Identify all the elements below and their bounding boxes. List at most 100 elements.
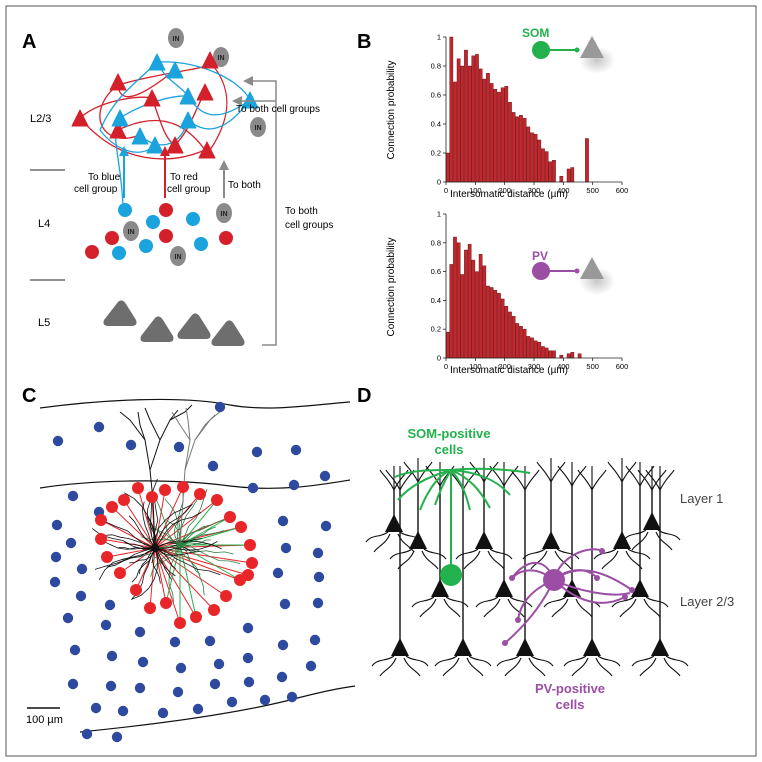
pyramidal-neurons bbox=[365, 458, 689, 677]
som-positive-label: SOM-positive bbox=[407, 426, 490, 441]
histogram-bar bbox=[559, 354, 564, 359]
l5-pyramids bbox=[103, 300, 245, 346]
pyramid-target bbox=[580, 257, 604, 279]
dendrite-branch bbox=[154, 541, 218, 551]
chart-pv-xlabel: Intersomatic distance (µm) bbox=[450, 365, 568, 376]
dendrites bbox=[92, 404, 241, 604]
chart-pv-bars bbox=[445, 236, 582, 359]
histogram-bar bbox=[504, 305, 509, 359]
red-connection bbox=[119, 547, 156, 574]
basal-dendrites bbox=[411, 596, 469, 618]
y-tick-label: 0.2 bbox=[431, 325, 441, 334]
dendrite-branch bbox=[154, 547, 200, 556]
histogram-bar bbox=[478, 254, 483, 359]
blue-cell-dot bbox=[67, 678, 79, 690]
y-tick-label: 0.6 bbox=[431, 91, 441, 100]
layer-1-label: Layer 1 bbox=[680, 491, 723, 506]
pyramidal-soma bbox=[385, 514, 403, 532]
blue-cell-dot bbox=[157, 707, 169, 719]
histogram-bar bbox=[530, 132, 534, 183]
l5-pyramid bbox=[211, 320, 245, 346]
dendrite-branch bbox=[154, 511, 202, 549]
dendrite-branch bbox=[129, 547, 156, 564]
red-cell-dot bbox=[160, 597, 172, 609]
basal-dendrites bbox=[563, 655, 621, 677]
histogram-bar bbox=[445, 331, 450, 359]
histogram-bar bbox=[453, 81, 457, 183]
histogram-bar bbox=[504, 86, 509, 183]
pyramid-target bbox=[580, 36, 604, 58]
dendrite-branch bbox=[150, 478, 158, 549]
histogram-bar bbox=[449, 264, 454, 359]
blue-cell-dot bbox=[309, 634, 321, 646]
pv-cell bbox=[532, 262, 550, 280]
red-cell-dot bbox=[177, 481, 189, 493]
blue-pyramid bbox=[166, 61, 184, 79]
blue-cell-dot bbox=[81, 728, 93, 740]
blue-cell-dot bbox=[277, 639, 289, 651]
y-tick-label: 0 bbox=[437, 354, 441, 363]
green-connection bbox=[179, 499, 218, 546]
histogram-bar bbox=[508, 102, 512, 183]
red-pyramid bbox=[109, 73, 127, 91]
red-cell-dot bbox=[235, 521, 247, 533]
x-tick-label: 400 bbox=[557, 362, 570, 371]
blue-pyramid bbox=[179, 111, 197, 129]
blue-cell-dot bbox=[69, 644, 81, 656]
dendritic-tuft bbox=[625, 462, 655, 487]
layer-label-l5: L5 bbox=[38, 317, 50, 329]
red-connection bbox=[100, 519, 156, 549]
annotation-cell-group: cell group bbox=[167, 184, 211, 195]
panel-c-letter: C bbox=[22, 385, 36, 407]
histogram-bar bbox=[449, 36, 454, 183]
apical-dendrite bbox=[171, 411, 191, 441]
histogram-bar bbox=[515, 116, 520, 183]
dendrite-branch bbox=[154, 547, 177, 570]
red-cell-dot bbox=[106, 501, 118, 513]
blue-cell-dot bbox=[117, 705, 129, 717]
blue-pyramid bbox=[146, 136, 164, 154]
interneuron bbox=[213, 47, 229, 67]
red-connection bbox=[154, 526, 242, 549]
apical-dendrite bbox=[149, 409, 179, 471]
histogram-bar bbox=[511, 316, 516, 359]
blue-cell-dot bbox=[169, 636, 181, 648]
blue-cell-dot bbox=[49, 576, 61, 588]
apical-dendrite bbox=[144, 407, 161, 441]
red-cell-dot bbox=[132, 482, 144, 494]
red-pyramid bbox=[71, 109, 89, 127]
l5-pyramid bbox=[103, 300, 137, 326]
red-pyramid bbox=[166, 136, 184, 154]
histogram-bar bbox=[552, 350, 556, 359]
dendrite-branch bbox=[154, 547, 176, 577]
blue-cell-dot bbox=[243, 676, 255, 688]
pyramidal-soma bbox=[431, 579, 449, 597]
x-tick-label: 0 bbox=[444, 186, 448, 195]
y-tick-label: 1 bbox=[437, 33, 441, 42]
interneuron-label: IN bbox=[175, 254, 182, 261]
l4-interneurons: IN IN IN bbox=[123, 203, 232, 266]
blue-cell-dot bbox=[286, 691, 298, 703]
l5-pyramid bbox=[177, 313, 211, 339]
red-cell-dot bbox=[144, 602, 156, 614]
red-cell-dot bbox=[101, 551, 113, 563]
basal-dendrites bbox=[455, 548, 513, 570]
dendrite-branch bbox=[154, 547, 221, 576]
interneuron-label: IN bbox=[173, 36, 180, 43]
pyramidal-soma bbox=[409, 531, 427, 549]
figure-frame bbox=[5, 5, 757, 757]
red-cell-dot bbox=[220, 590, 232, 602]
blue-cell-dot bbox=[251, 446, 263, 458]
dendrite-branch bbox=[94, 547, 156, 570]
annotation-to-both-cell-groups: To both cell groups bbox=[236, 104, 320, 115]
pyramidal-soma bbox=[475, 531, 493, 549]
interneuron bbox=[170, 246, 186, 266]
histogram-bar bbox=[500, 87, 505, 183]
histogram-bar bbox=[471, 259, 476, 359]
chart-som-ylabel: Connection probability bbox=[386, 61, 397, 160]
blue-cell-dot bbox=[259, 694, 271, 706]
histogram-bar bbox=[475, 54, 479, 183]
blue-cell-dot bbox=[312, 547, 324, 559]
